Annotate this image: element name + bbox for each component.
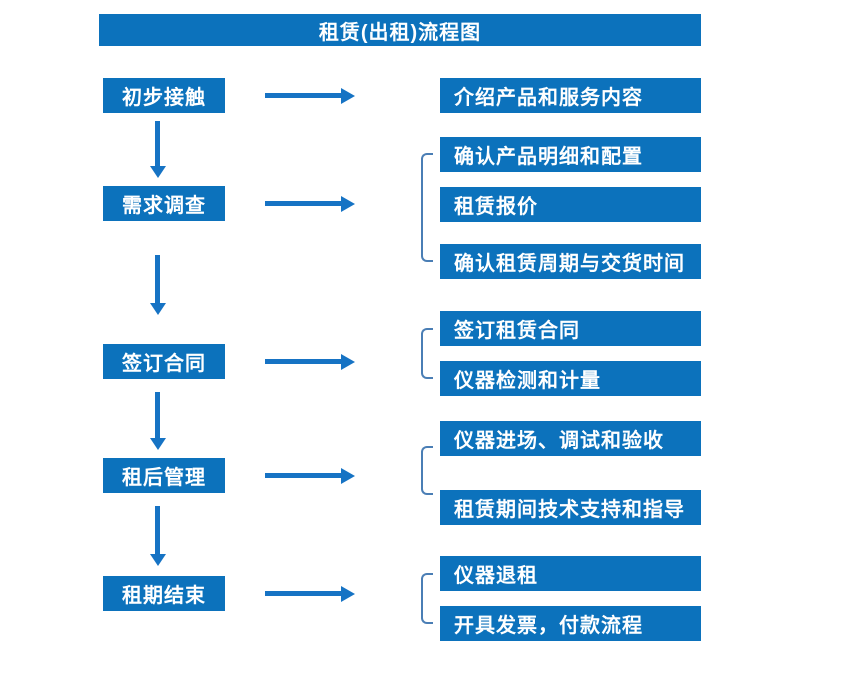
page-title: 租赁(出租)流程图	[318, 21, 482, 44]
output-box-intro-products: 介绍产品和服务内容	[440, 78, 701, 113]
output-box-rental-quote: 租赁报价	[440, 187, 701, 222]
bracket-group-5	[421, 573, 433, 624]
arrow-right-icon-1	[265, 88, 355, 104]
output-box-tech-support: 租赁期间技术支持和指导	[440, 490, 701, 525]
output-box-confirm-details: 确认产品明细和配置	[440, 137, 701, 172]
bracket-group-2	[421, 153, 433, 262]
step-box-sign-contract: 签订合同	[103, 344, 225, 379]
arrow-down-icon-1	[150, 121, 166, 178]
step-box-initial-contact: 初步接触	[103, 78, 225, 113]
step-box-demand-survey: 需求调查	[103, 186, 225, 221]
output-box-confirm-period: 确认租赁周期与交货时间	[440, 244, 701, 279]
output-box-instrument-setup: 仪器进场、调试和验收	[440, 421, 701, 456]
arrow-right-icon-5	[265, 586, 355, 602]
step-box-rental-end: 租期结束	[103, 576, 225, 611]
arrow-right-icon-2	[265, 196, 355, 212]
title-bar: 租赁(出租)流程图	[99, 14, 701, 46]
arrow-down-icon-4	[150, 506, 166, 566]
arrow-right-icon-4	[265, 468, 355, 484]
step-box-post-rental-mgmt: 租后管理	[103, 458, 225, 493]
output-box-invoice-payment: 开具发票，付款流程	[440, 606, 701, 641]
arrow-down-icon-3	[150, 392, 166, 450]
bracket-group-3	[421, 328, 433, 379]
output-box-instrument-check: 仪器检测和计量	[440, 361, 701, 396]
output-box-sign-lease: 签订租赁合同	[440, 311, 701, 346]
arrow-right-icon-3	[265, 354, 355, 370]
bracket-group-4	[421, 446, 433, 495]
arrow-down-icon-2	[150, 255, 166, 315]
output-box-instrument-return: 仪器退租	[440, 556, 701, 591]
